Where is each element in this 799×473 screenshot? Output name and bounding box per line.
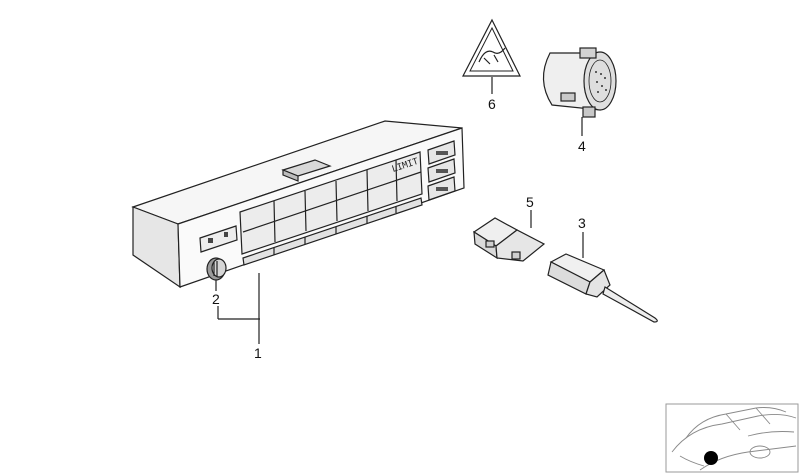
sensor-connector[interactable] [542, 47, 617, 118]
rotary-knob[interactable] [206, 257, 227, 281]
warning-label-icon[interactable] [462, 18, 521, 77]
callout-5: 5 [526, 194, 534, 210]
callout-4: 4 [578, 138, 586, 154]
location-marker-icon [704, 451, 718, 465]
callout-6: 6 [488, 96, 496, 112]
car-outline-icon [671, 407, 797, 471]
plug-connector[interactable] [472, 217, 546, 262]
cable-plug[interactable] [547, 253, 658, 323]
vehicle-location-thumbnail[interactable] [665, 403, 799, 473]
callout-1: 1 [254, 345, 262, 361]
climate-control-panel[interactable]: LIMIT [131, 120, 465, 289]
callout-3: 3 [578, 215, 586, 231]
callout-2: 2 [212, 291, 220, 307]
callout-leaders [215, 77, 584, 344]
